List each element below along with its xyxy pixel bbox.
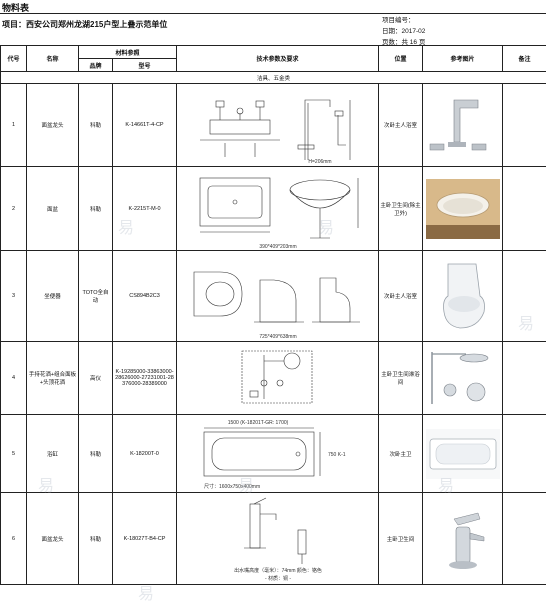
toilet-drawing: 725*409*638mm <box>180 252 376 340</box>
shower-drawing <box>180 343 376 413</box>
row-location: 主卧卫生间 <box>379 493 423 585</box>
row-name: 面盆龙头 <box>27 84 79 167</box>
spec-dimension-side: 750 K-1 <box>328 452 346 458</box>
faucet-drawing: H=206mm <box>180 85 376 165</box>
row-ref-image <box>423 84 503 167</box>
row-code: 2 <box>1 167 27 251</box>
spec-caption: 390*409*203mm <box>259 244 296 250</box>
col-ref-image: 参考图片 <box>423 46 503 72</box>
row-ref-image <box>423 415 503 493</box>
date-label: 日期： <box>382 28 402 35</box>
table-row: 2 面盆 科勒 K-2215T-M-0 390*409*203mm 主 <box>1 167 546 251</box>
col-spec: 技术参数及要求 <box>177 46 379 72</box>
bathtub-drawing: 1500 (K-18201T-GR: 1700) 750 K-1 尺寸：1600… <box>180 416 376 492</box>
row-spec: 725*409*638mm <box>177 251 379 342</box>
row-remark <box>503 167 546 251</box>
faucet2-photo <box>426 499 500 579</box>
spec-caption: H=206mm <box>308 159 331 165</box>
row-spec: 出水嘴高度（毫米）：74mm 颜色：铬色 - 材质：铜 - <box>177 493 379 585</box>
table-row: 3 坐便器 TOTO全自动 CS894B2C3 725*409*638mm 次卧… <box>1 251 546 342</box>
row-code: 5 <box>1 415 27 493</box>
row-location: 主卧卫生间(除主卫外) <box>379 167 423 251</box>
row-spec: 1500 (K-18201T-GR: 1700) 750 K-1 尺寸：1600… <box>177 415 379 493</box>
row-ref-image <box>423 167 503 251</box>
row-location: 次卧主人浴室 <box>379 251 423 342</box>
table-row: 4 手持花洒+组合面板+头顶花洒 高仪 K-19285000-33863000-… <box>1 342 546 415</box>
row-location: 主卧卫生间淋浴间 <box>379 342 423 415</box>
row-code: 3 <box>1 251 27 342</box>
row-model: K-19285000-33863000-28626000-27231001-28… <box>113 342 177 415</box>
row-remark <box>503 84 546 167</box>
spec-dimension-top: 1500 (K-18201T-GR: 1700) <box>227 420 288 426</box>
shower-photo <box>426 346 500 410</box>
faucet2-drawing: 出水嘴高度（毫米）：74mm 颜色：铬色 - 材质：铜 - <box>180 494 376 584</box>
row-model: K-14661T-4-CP <box>113 84 177 167</box>
row-remark <box>503 493 546 585</box>
row-spec: 390*409*203mm <box>177 167 379 251</box>
basin-drawing: 390*409*203mm <box>180 168 376 250</box>
row-code: 1 <box>1 84 27 167</box>
spec-caption: 725*409*638mm <box>259 334 296 340</box>
row-code: 4 <box>1 342 27 415</box>
bathtub-photo <box>426 429 500 479</box>
row-ref-image <box>423 251 503 342</box>
row-model: CS894B2C3 <box>113 251 177 342</box>
row-model: K-18027T-B4-CP <box>113 493 177 585</box>
row-name: 手持花洒+组合面板+头顶花洒 <box>27 342 79 415</box>
date-value: 2017-02 <box>402 28 426 35</box>
spec-caption: 出水嘴高度（毫米）：74mm 颜色：铬色 <box>234 567 322 574</box>
row-brand: 科勒 <box>79 415 113 493</box>
toilet-photo <box>426 256 500 336</box>
row-model: K-2215T-M-0 <box>113 167 177 251</box>
spec-caption-material: - 材质：铜 - <box>264 575 290 582</box>
col-remark: 备注 <box>503 46 546 72</box>
col-brand: 品牌 <box>79 59 113 72</box>
row-location: 次卧主人浴室 <box>379 84 423 167</box>
row-brand: 科勒 <box>79 84 113 167</box>
faucet-photo <box>426 90 500 160</box>
row-brand: TOTO全自动 <box>79 251 113 342</box>
row-ref-image <box>423 493 503 585</box>
col-code: 代号 <box>1 46 27 72</box>
row-model: K-18200T-0 <box>113 415 177 493</box>
col-location: 位置 <box>379 46 423 72</box>
col-model: 型号 <box>113 59 177 72</box>
row-brand: 科勒 <box>79 493 113 585</box>
row-brand: 科勒 <box>79 167 113 251</box>
row-name: 面盆 <box>27 167 79 251</box>
row-name: 浴缸 <box>27 415 79 493</box>
row-name: 面盆龙头 <box>27 493 79 585</box>
row-name: 坐便器 <box>27 251 79 342</box>
row-code: 6 <box>1 493 27 585</box>
row-spec <box>177 342 379 415</box>
row-remark <box>503 415 546 493</box>
table-row: 5 浴缸 科勒 K-18200T-0 1500 (K-18201T-GR: 17… <box>1 415 546 493</box>
row-ref-image <box>423 342 503 415</box>
project-title: 项目：西安公司郑州龙湖215户型上叠示范单位 <box>2 19 167 30</box>
table-row: 6 面盆龙头 科勒 K-18027T-B4-CP 出水嘴高度（毫米）：74mm … <box>1 493 546 585</box>
divider <box>0 13 546 14</box>
col-material-ref: 材料参照 <box>79 46 177 59</box>
section-header: 洁具、五金类 <box>1 72 546 84</box>
date-field: 日期：2017-02 <box>382 25 425 35</box>
row-remark <box>503 342 546 415</box>
row-location: 次卧主卫 <box>379 415 423 493</box>
project-no-label: 项目编号： <box>382 14 415 24</box>
material-table: 代号 名称 材料参照 技术参数及要求 位置 参考图片 备注 品牌 型号 洁具、五… <box>0 45 546 585</box>
col-name: 名称 <box>27 46 79 72</box>
table-row: 1 面盆龙头 科勒 K-14661T-4-CP <box>1 84 546 167</box>
basin-photo <box>426 179 500 239</box>
row-brand: 高仪 <box>79 342 113 415</box>
row-remark <box>503 251 546 342</box>
spec-caption: 尺寸：1600x750x400mm <box>204 483 260 490</box>
row-spec: H=206mm <box>177 84 379 167</box>
